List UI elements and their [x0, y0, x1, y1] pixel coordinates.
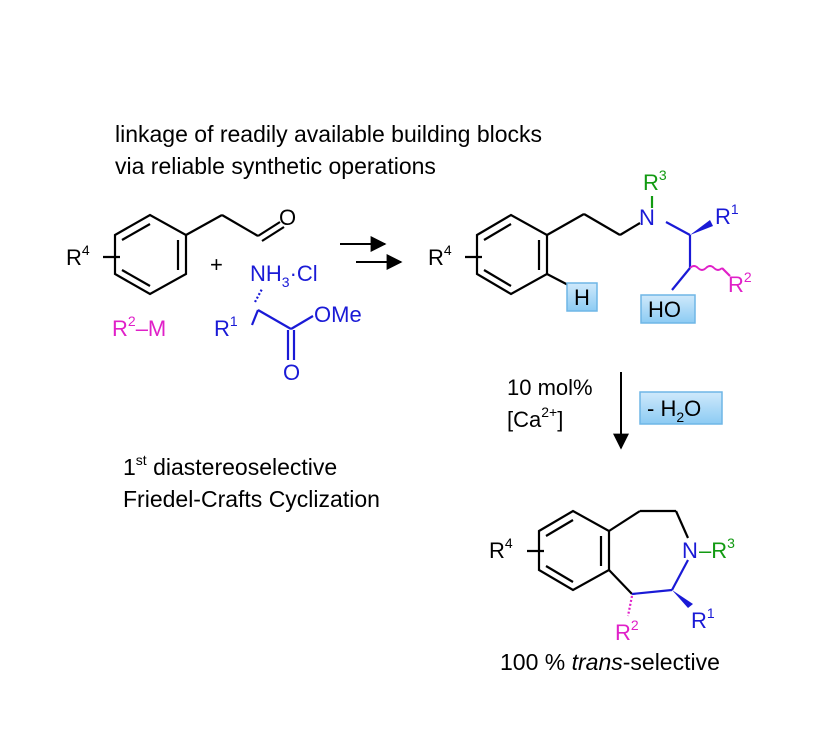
selectivity-caption: 100 % trans-selective [500, 649, 720, 675]
intermediate-r3: R3 [643, 167, 667, 195]
plus-sign: + [210, 252, 223, 277]
intermediate-nitrogen: N [639, 205, 655, 230]
product-r4: R4 [489, 535, 513, 563]
catalyst-amount: 10 mol% [507, 375, 593, 400]
product-r2: R2 [615, 617, 639, 645]
intermediate-r2-bond [721, 267, 731, 277]
amino-ester [250, 288, 314, 360]
organometal-reagent: R2–M [112, 313, 166, 341]
intermediate-h: H [574, 285, 590, 310]
amine-salt: NH3·Cl [250, 261, 318, 290]
product-n-r3: –R3 [699, 535, 735, 563]
h-highlight-box [566, 282, 598, 312]
water-loss: - H2O [647, 396, 701, 425]
water-loss-box [639, 391, 723, 425]
ester-carbonyl-o: O [283, 360, 300, 385]
product-skeleton [527, 509, 690, 595]
catalyst: [Ca2+] [507, 404, 563, 432]
reactant-r4: R4 [66, 242, 90, 270]
highlight-line-2: Friedel-Crafts Cyclization [123, 486, 380, 512]
product-nitrogen: N [682, 538, 698, 563]
intermediate-r2: R2 [728, 269, 752, 297]
ester-ome: OMe [314, 302, 362, 327]
aryl-acetaldehyde [103, 213, 285, 296]
highlight-line-1: 1st diastereoselective [123, 452, 337, 480]
intermediate-wavy-bond [689, 265, 723, 271]
aldehyde-oxygen: O [279, 205, 296, 230]
intermediate-skeleton [465, 213, 641, 296]
product-blue-bonds [631, 559, 689, 596]
intermediate-r4: R4 [428, 242, 452, 270]
intro-line-2: via reliable synthetic operations [115, 153, 436, 179]
ho-highlight-box [640, 294, 696, 324]
product-wedge-r1 [672, 590, 693, 608]
intermediate-ho: HO [648, 297, 681, 322]
intermediate-wedge-r1 [690, 220, 713, 235]
intermediate-r1: R1 [715, 201, 739, 229]
intro-line-1: linkage of readily available building bl… [115, 121, 542, 147]
amino-ester-r1: R1 [214, 313, 238, 341]
product-r1: R1 [691, 605, 715, 633]
intermediate-amine-side [665, 221, 692, 291]
product-hash-r2 [626, 595, 634, 617]
